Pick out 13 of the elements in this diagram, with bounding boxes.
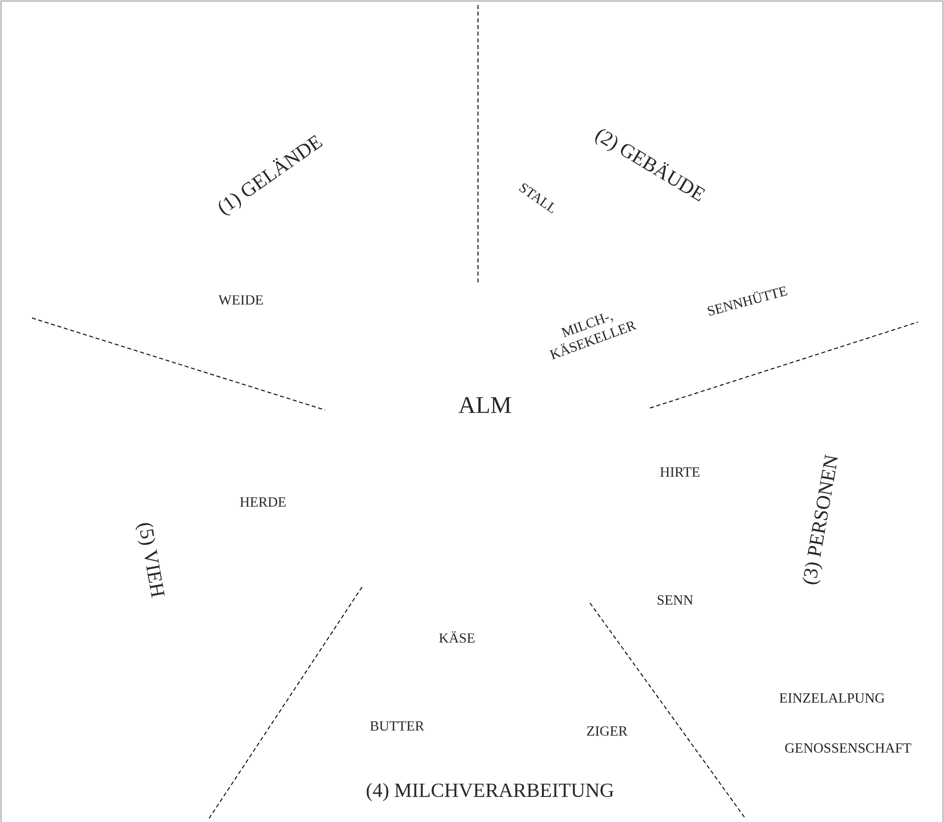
word-label: HERDE bbox=[240, 497, 286, 507]
sector-heading: (3) PERSONEN bbox=[802, 454, 838, 584]
word-label: KÄSE bbox=[439, 631, 475, 643]
word-label: EINZELALPUNG bbox=[780, 693, 884, 703]
sector-heading: (5) VIEH bbox=[136, 523, 165, 598]
word-label: SENN bbox=[658, 595, 693, 605]
word-label: HIRTE bbox=[660, 467, 700, 477]
word-label: BUTTER bbox=[370, 721, 424, 731]
sector-heading: (4) MILCHVERARBEITUNG bbox=[366, 782, 614, 802]
word-label: WEIDE bbox=[218, 295, 263, 305]
word-label: GENOSSENSCHAFT bbox=[785, 743, 912, 753]
center-label: ALM bbox=[458, 397, 511, 413]
word-label: ZIGER bbox=[587, 726, 628, 736]
